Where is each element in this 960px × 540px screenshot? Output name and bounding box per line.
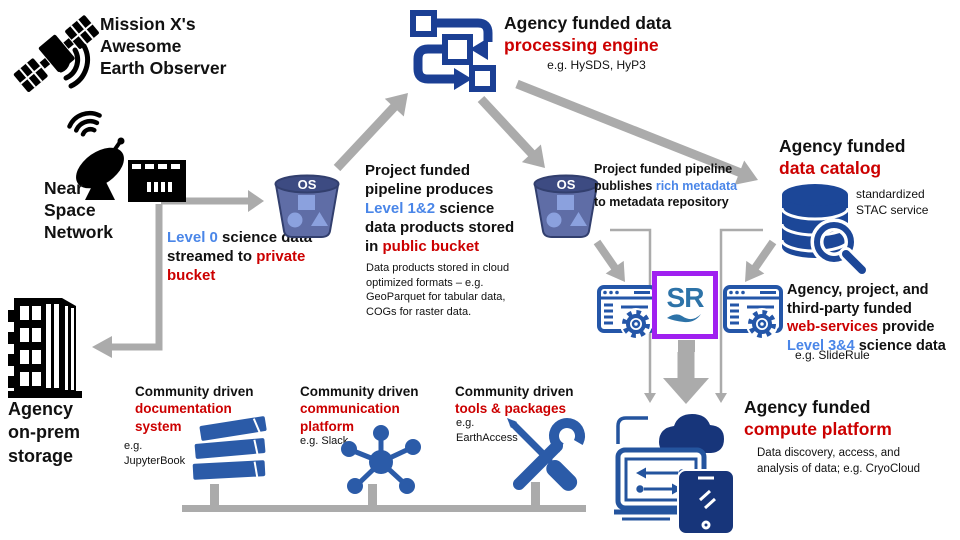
bucket2-os-label: OS: [557, 177, 576, 192]
onprem-line3: storage: [8, 445, 74, 466]
private-bucket-icon: OS: [274, 174, 340, 238]
onprem-storage-building-icon: [8, 298, 82, 398]
level0-stream-note: Level 0 science data streamed to private…: [167, 229, 312, 286]
pp-public-bucket: public bucket: [382, 237, 480, 255]
web-service-icon-left: [597, 285, 657, 340]
sliderule-bird-icon: [667, 314, 701, 323]
onprem-line1: Agency: [8, 399, 74, 419]
compute-platform-title: Agency funded compute platform: [744, 396, 892, 440]
web-services-note: Agency, project, and third-party funded …: [787, 282, 946, 354]
nsn-line3: Network: [44, 222, 114, 243]
community-tools-title: Community driven tools & packages: [455, 384, 574, 417]
nsn-line2: Space: [44, 200, 96, 221]
public-bucket-icon: OS: [533, 174, 599, 238]
level0-red1: private: [256, 247, 306, 265]
ground-station-building-icon: [128, 160, 186, 202]
catalog-title-black: Agency funded: [779, 136, 906, 156]
data-catalog-database-icon: [780, 184, 870, 275]
processing-engine-icon: [410, 10, 496, 92]
processing-engine-example: e.g. HySDS, HyP3: [547, 58, 646, 72]
mission-title-line3: Earth Observer: [100, 58, 227, 79]
pp-line1: Project funded: [365, 162, 471, 179]
mission-title-line1: Mission X's: [100, 14, 196, 34]
onprem-line2: on-prem: [8, 422, 80, 443]
web-services-term: web-services: [787, 319, 879, 336]
processing-engine-title: Agency funded data processing engine: [504, 12, 671, 56]
level0-black2: streamed to: [167, 247, 257, 265]
pp-line4: data products stored: [365, 218, 515, 236]
rich-metadata-term: rich metadata: [655, 178, 738, 193]
sliderule-logo-text: SR: [666, 281, 705, 313]
community-comm-example: e.g. Slack: [300, 435, 349, 447]
satellite-icon: [13, 15, 99, 92]
web-services-example: e.g. SlideRule: [795, 348, 870, 362]
cloud-formats-note: Data products stored in cloud optimized …: [366, 262, 510, 318]
sliderule-logo-box: SR: [652, 271, 718, 339]
books-icon: [190, 414, 269, 482]
level0-red2: bucket: [167, 266, 216, 284]
pp-level12: Level 1&2: [365, 199, 436, 217]
pp-line2: pipeline produces: [365, 180, 494, 198]
tools-wrench-screwdriver-icon: [507, 418, 585, 491]
compute-title-black: Agency funded: [744, 397, 871, 417]
stac-service-note: standardized STAC service: [856, 187, 929, 217]
web-service-icon-right: [723, 285, 783, 340]
data-catalog-title: Agency funded data catalog: [779, 135, 905, 179]
community-doc-title: Community driven documentation system: [135, 384, 254, 434]
compute-platform-icon: [614, 414, 735, 535]
near-space-network-label: Near Space Network: [44, 177, 113, 243]
engine-title-red: processing engine: [504, 35, 659, 56]
catalog-title-red: data catalog: [779, 158, 882, 179]
engine-title-black: Agency funded data: [504, 13, 672, 33]
pipeline-produces-note: Project funded pipeline produces Level 1…: [365, 162, 515, 255]
antenna-dish-icon: [67, 110, 125, 200]
compute-title-red: compute platform: [744, 419, 892, 440]
nsn-line1: Near: [44, 178, 83, 198]
community-tools-example: e.g. EarthAccess: [456, 417, 518, 444]
community-comm-title: Community driven communication platform: [300, 384, 419, 434]
level34-term: Level 3&4: [787, 337, 855, 354]
mission-title-line2: Awesome: [100, 36, 182, 57]
onprem-storage-label: Agency on-prem storage: [8, 398, 80, 468]
community-doc-example: e.g. JupyterBook: [124, 440, 186, 467]
mission-title: Mission X's Awesome Earth Observer: [100, 13, 226, 79]
level0-term: Level 0: [167, 229, 218, 246]
network-hub-icon: [341, 425, 421, 494]
pipeline-publishes-note: Project funded pipeline publishes rich m…: [594, 162, 738, 209]
bucket1-os-label: OS: [298, 177, 317, 192]
compute-platform-desc: Data discovery, access, and analysis of …: [757, 447, 921, 475]
